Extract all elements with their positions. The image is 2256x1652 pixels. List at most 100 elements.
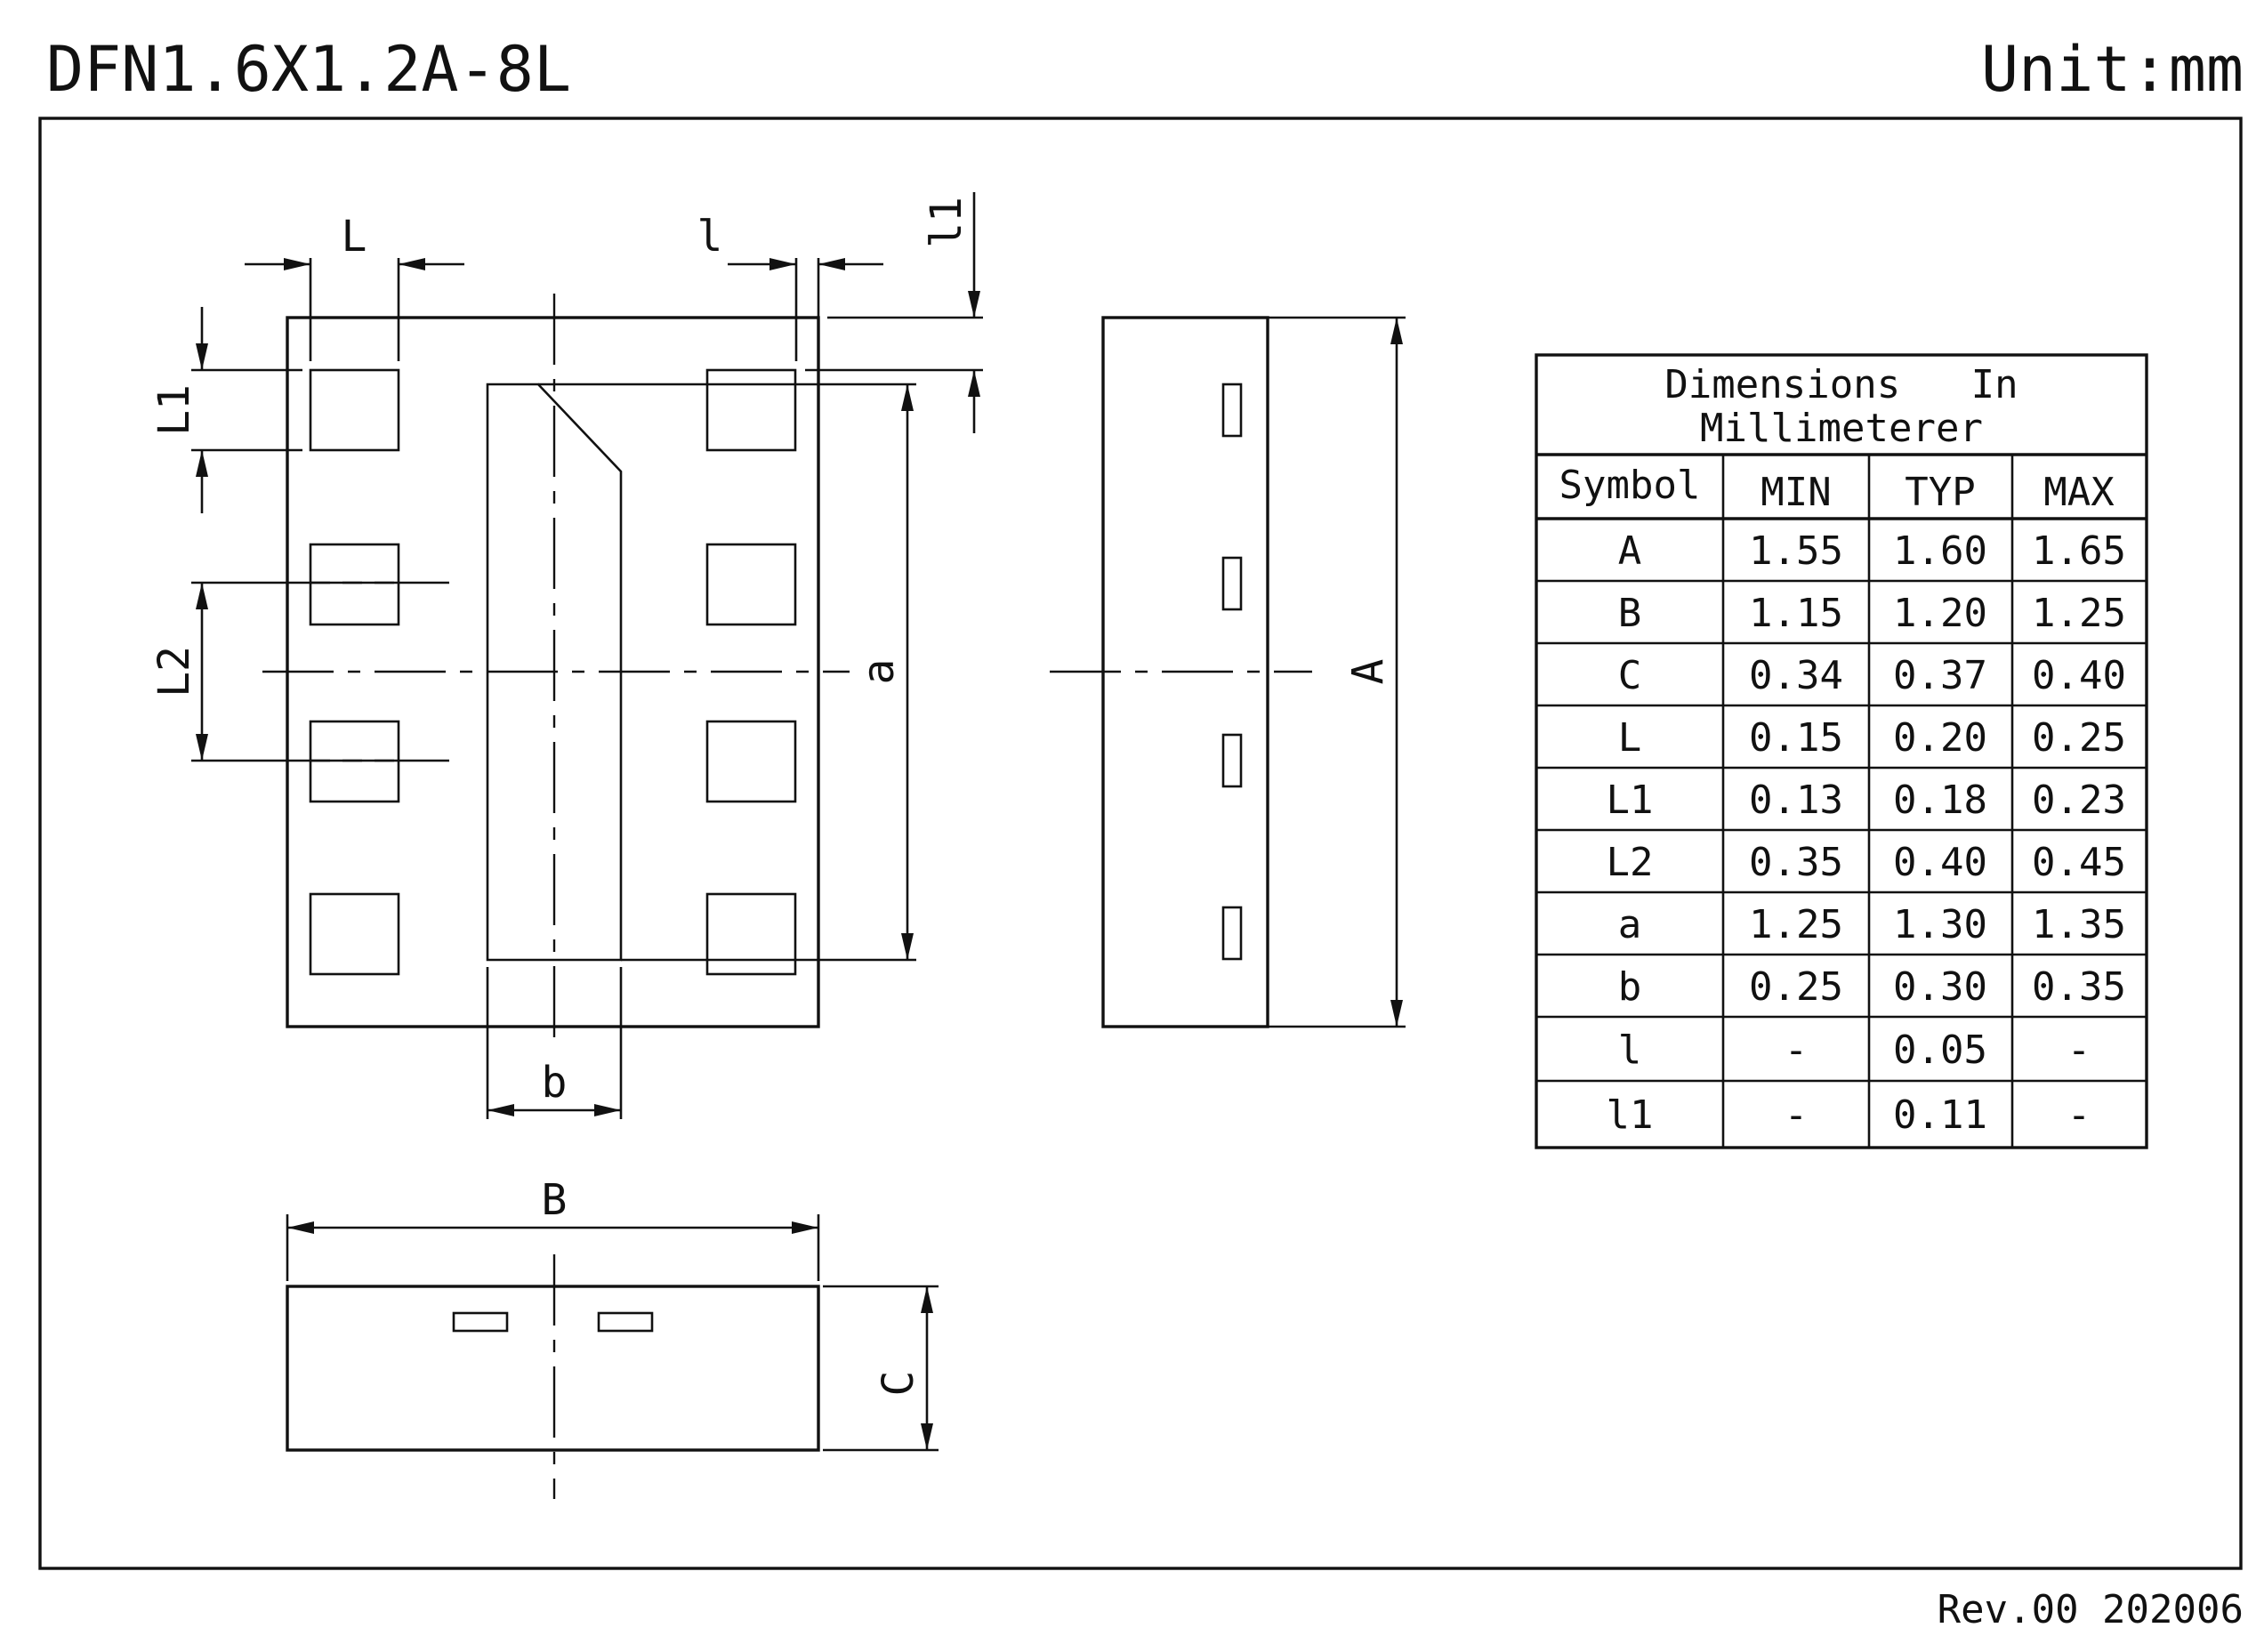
label-L1: L1 bbox=[149, 384, 199, 436]
exposed-pad bbox=[486, 383, 623, 962]
table-title-line2: Millimeterer bbox=[1700, 406, 1983, 451]
dimension-table: Dimensions In Millimeterer Symbol MIN TY… bbox=[1535, 353, 2148, 1149]
svg-text:B: B bbox=[1618, 591, 1642, 636]
header-min: MIN bbox=[1760, 470, 1831, 515]
svg-text:l: l bbox=[1618, 1027, 1642, 1073]
label-b: b bbox=[542, 1058, 568, 1108]
svg-text:0.45: 0.45 bbox=[2032, 840, 2126, 885]
table-row: L1 0.13 0.18 0.23 bbox=[1607, 778, 2126, 823]
label-L: L bbox=[342, 212, 367, 262]
svg-text:0.35: 0.35 bbox=[2032, 964, 2126, 1010]
label-B: B bbox=[542, 1175, 568, 1225]
label-l1: l1 bbox=[922, 197, 971, 248]
svg-text:0.40: 0.40 bbox=[1893, 840, 1987, 885]
dimension-l: l bbox=[697, 212, 883, 361]
svg-text:1.30: 1.30 bbox=[1893, 902, 1987, 947]
svg-text:1.55: 1.55 bbox=[1749, 528, 1843, 574]
svg-text:0.20: 0.20 bbox=[1893, 715, 1987, 761]
pad-6 bbox=[705, 720, 797, 803]
svg-text:0.35: 0.35 bbox=[1749, 840, 1843, 885]
dimension-b: b bbox=[486, 967, 623, 1119]
label-C: C bbox=[874, 1371, 923, 1397]
table-title-line1: Dimensions In bbox=[1664, 362, 2018, 407]
svg-text:0.30: 0.30 bbox=[1893, 964, 1987, 1010]
table-row: b 0.25 0.30 0.35 bbox=[1618, 964, 2126, 1010]
side-lead-4 bbox=[1221, 906, 1243, 961]
svg-text:1.65: 1.65 bbox=[2032, 528, 2126, 574]
svg-text:0.13: 0.13 bbox=[1749, 778, 1843, 823]
side-lead-2 bbox=[1221, 556, 1243, 611]
svg-text:C: C bbox=[1618, 653, 1642, 698]
side-view bbox=[1050, 316, 1312, 1028]
pad-8 bbox=[705, 368, 797, 452]
header-max: MAX bbox=[2043, 470, 2115, 515]
revision-label: Rev.00 202006 bbox=[1938, 1587, 2244, 1632]
unit-label: Unit:mm bbox=[1981, 33, 2244, 106]
table-border bbox=[1535, 353, 2148, 1149]
svg-text:-: - bbox=[2067, 1027, 2091, 1073]
label-a: a bbox=[854, 659, 904, 685]
svg-text:0.40: 0.40 bbox=[2032, 653, 2126, 698]
svg-text:1.60: 1.60 bbox=[1893, 528, 1987, 574]
header-typ: TYP bbox=[1905, 470, 1975, 515]
dimension-l1: l1 bbox=[805, 192, 983, 433]
svg-text:L1: L1 bbox=[1607, 778, 1654, 823]
svg-text:0.37: 0.37 bbox=[1893, 653, 1987, 698]
side-lead-3 bbox=[1221, 733, 1243, 788]
table-row: l - 0.05 - bbox=[1618, 1027, 2091, 1073]
end-view bbox=[286, 1254, 820, 1499]
svg-text:0.18: 0.18 bbox=[1893, 778, 1987, 823]
table-row: B 1.15 1.20 1.25 bbox=[1618, 591, 2126, 636]
svg-text:L: L bbox=[1618, 715, 1642, 761]
label-L2: L2 bbox=[149, 646, 199, 697]
label-l: l bbox=[697, 212, 723, 262]
svg-text:1.20: 1.20 bbox=[1893, 591, 1987, 636]
dimension-L2: L2 bbox=[149, 581, 449, 762]
svg-text:-: - bbox=[2067, 1092, 2091, 1138]
svg-text:1.35: 1.35 bbox=[2032, 902, 2126, 947]
table-row: L2 0.35 0.40 0.45 bbox=[1607, 840, 2126, 885]
svg-text:0.25: 0.25 bbox=[2032, 715, 2126, 761]
table-row: l1 - 0.11 - bbox=[1607, 1092, 2091, 1138]
pad-4 bbox=[309, 892, 400, 976]
dimension-L1: L1 bbox=[149, 307, 302, 513]
svg-text:A: A bbox=[1618, 528, 1642, 574]
package-name: DFN1.6X1.2A-8L bbox=[46, 33, 571, 106]
table-row: A 1.55 1.60 1.65 bbox=[1618, 528, 2126, 574]
label-A: A bbox=[1343, 658, 1393, 684]
svg-text:0.23: 0.23 bbox=[2032, 778, 2126, 823]
svg-text:b: b bbox=[1618, 964, 1642, 1010]
svg-text:0.05: 0.05 bbox=[1893, 1027, 1987, 1073]
side-lead-1 bbox=[1221, 383, 1243, 438]
svg-text:1.25: 1.25 bbox=[1749, 902, 1843, 947]
svg-text:0.25: 0.25 bbox=[1749, 964, 1843, 1010]
svg-text:-: - bbox=[1785, 1027, 1809, 1073]
end-lead-2 bbox=[597, 1311, 654, 1333]
svg-text:L2: L2 bbox=[1607, 840, 1654, 885]
svg-text:0.34: 0.34 bbox=[1749, 653, 1843, 698]
pad-5 bbox=[705, 892, 797, 976]
dimension-A: A bbox=[1268, 316, 1406, 1028]
pad-2 bbox=[309, 543, 400, 626]
header-symbol: Symbol bbox=[1559, 463, 1701, 508]
end-lead-1 bbox=[452, 1311, 509, 1333]
pad-7 bbox=[705, 543, 797, 626]
end-body-outline bbox=[286, 1285, 820, 1452]
svg-text:l1: l1 bbox=[1607, 1092, 1654, 1138]
svg-text:0.15: 0.15 bbox=[1749, 715, 1843, 761]
dimension-C: C bbox=[823, 1285, 939, 1452]
table-row: a 1.25 1.30 1.35 bbox=[1618, 902, 2126, 947]
pad-1 bbox=[309, 368, 400, 452]
svg-text:-: - bbox=[1785, 1092, 1809, 1138]
table-row: C 0.34 0.37 0.40 bbox=[1618, 653, 2126, 698]
svg-text:1.15: 1.15 bbox=[1749, 591, 1843, 636]
dimension-B: B bbox=[286, 1175, 820, 1281]
drawing-frame bbox=[38, 117, 2243, 1570]
svg-text:0.11: 0.11 bbox=[1893, 1092, 1987, 1138]
table-row: L 0.15 0.20 0.25 bbox=[1618, 715, 2126, 761]
bottom-view bbox=[262, 294, 850, 1050]
dimension-a: a bbox=[538, 383, 916, 962]
dimension-L: L bbox=[245, 212, 464, 361]
svg-text:1.25: 1.25 bbox=[2032, 591, 2126, 636]
